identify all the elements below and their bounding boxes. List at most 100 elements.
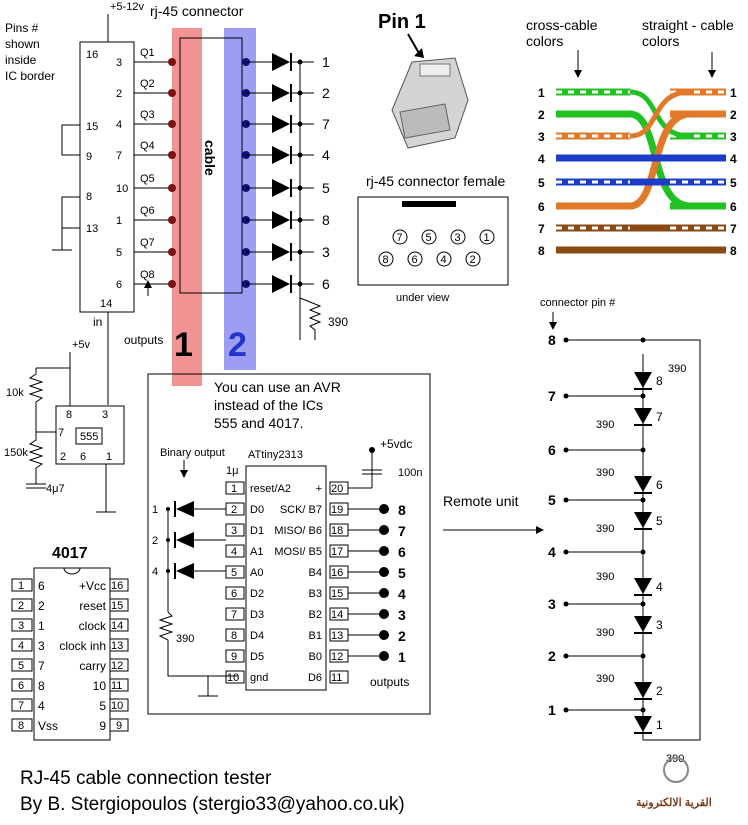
avr-left-pin-num: 10	[227, 672, 239, 684]
avr-note-2: instead of the ICs	[214, 397, 323, 413]
female-pin-num: 7	[397, 232, 403, 244]
binary-led-label: 4	[152, 566, 158, 578]
avr-output-num: 7	[398, 523, 406, 539]
wire-num-right: 4	[730, 152, 737, 166]
r555-150k: 150k	[4, 447, 28, 459]
r555-10k: 10k	[6, 387, 24, 399]
pins-note-1: Pins #	[5, 21, 39, 35]
q-label: Q1	[140, 47, 155, 59]
avr-left-pin-num: 2	[231, 504, 237, 516]
avr-right-pin-name: B4	[309, 567, 322, 579]
avr-left-pin-name: D1	[250, 525, 264, 537]
wire-num-right: 8	[730, 244, 737, 258]
ic4017-name: 4017	[52, 545, 88, 562]
avr-left-pin-num: 9	[231, 651, 237, 663]
ic-555-body	[55, 405, 125, 465]
ic4017-left-pin-name: 3	[38, 639, 45, 653]
remote-led-icon	[634, 578, 652, 594]
q-label: Q4	[140, 140, 155, 152]
pins-note: Pins # shown inside IC border	[5, 21, 55, 83]
ic-555-pin1: 1	[106, 451, 112, 463]
avr-right-pin-num: 12	[331, 651, 343, 663]
binary-led-icon	[176, 501, 194, 517]
binary-led-icon	[176, 532, 194, 548]
cable-box	[179, 37, 243, 294]
avr-output-num: 5	[398, 565, 406, 581]
female-pin	[421, 229, 437, 245]
avr-right-pin-num: 15	[331, 588, 343, 600]
avr-right-pin-name: +	[316, 483, 322, 495]
wire-num-right: 7	[730, 222, 737, 236]
avr-left-pin-name: D0	[250, 504, 264, 516]
led-pin-label: 4	[322, 147, 330, 163]
female-pin-num: 2	[470, 254, 476, 266]
ic4017-left-pin-num: 6	[18, 680, 24, 692]
ic4017-left-pin-num: 2	[18, 600, 24, 612]
cap-100n: 100n	[398, 467, 422, 479]
end1-pin	[168, 280, 176, 288]
binary-led-label: 2	[152, 535, 158, 547]
cable-label: cable	[202, 140, 218, 176]
female-title: rj-45 connector female	[366, 173, 506, 189]
rj45-label: rj-45 connector	[150, 3, 244, 19]
wire-num-left: 5	[538, 176, 545, 190]
in-label: in	[93, 315, 102, 329]
end1-pin	[168, 248, 176, 256]
led-pin-label: 5	[322, 180, 330, 196]
female-pin-num: 5	[426, 232, 432, 244]
ic4017-left-pin-num: 3	[18, 620, 24, 632]
connector-pin-label: connector pin #	[540, 297, 616, 309]
ic-pin-14: 14	[100, 298, 112, 310]
q-label: Q7	[140, 237, 155, 249]
remote-led-icon	[634, 616, 652, 632]
ic-555-name: 555	[80, 431, 98, 443]
pins-note-4: IC border	[5, 69, 55, 83]
ic-out-pin: 10	[116, 183, 128, 195]
female-connector	[357, 196, 509, 286]
remote-unit-label: Remote unit	[443, 493, 519, 509]
ic-pin-9: 9	[86, 151, 92, 163]
ic4017-right-pin-name: clock	[79, 619, 107, 633]
ic4017-left-pin-name: 8	[38, 679, 45, 693]
ic4017-right-pin-name: 10	[93, 679, 107, 693]
logo-icon	[663, 757, 689, 783]
avr-right-pin-name: D6	[308, 672, 322, 684]
female-pin	[407, 251, 423, 267]
wire-num-left: 7	[538, 222, 545, 236]
end1-label: 1	[174, 326, 193, 364]
led-pin-label: 6	[322, 276, 330, 292]
avr-output-num: 3	[398, 607, 406, 623]
ic-555-pin2: 2	[60, 451, 66, 463]
avr-left-pin-num: 7	[231, 609, 237, 621]
end1-pin	[168, 89, 176, 97]
avr-right-pin-num: 17	[331, 546, 343, 558]
ic4017-left-pin-num: 7	[18, 700, 24, 712]
avr-right-pin-num: 14	[331, 609, 343, 621]
q-label: Q5	[140, 173, 155, 185]
avr-output-num: 1	[398, 649, 406, 665]
ic-pin-15: 15	[86, 121, 98, 133]
remote-led-icon	[634, 476, 652, 492]
supply-555: +5v	[72, 339, 91, 351]
wire-num-left: 3	[538, 130, 545, 144]
avr-right-pin-num: 20	[331, 483, 343, 495]
ic4017-right-pin-num: 16	[111, 580, 123, 592]
ic4017-right-pin-name: +Vcc	[79, 579, 106, 593]
avr-resistor: 390	[176, 633, 194, 645]
led-icon	[272, 179, 290, 197]
wire-num-right: 3	[730, 130, 737, 144]
wire-num-left: 8	[538, 244, 545, 258]
led-icon	[272, 243, 290, 261]
female-pin	[450, 229, 466, 245]
remote-led-icon	[634, 372, 652, 388]
supply-top: +5-12v	[110, 1, 144, 13]
remote-led-label: 7	[656, 410, 663, 424]
title: RJ-45 cable connection tester	[20, 768, 272, 789]
avr-left-pin-name: D3	[250, 609, 264, 621]
wire-num-right: 5	[730, 176, 737, 190]
avr-right-pin-num: 18	[331, 525, 343, 537]
